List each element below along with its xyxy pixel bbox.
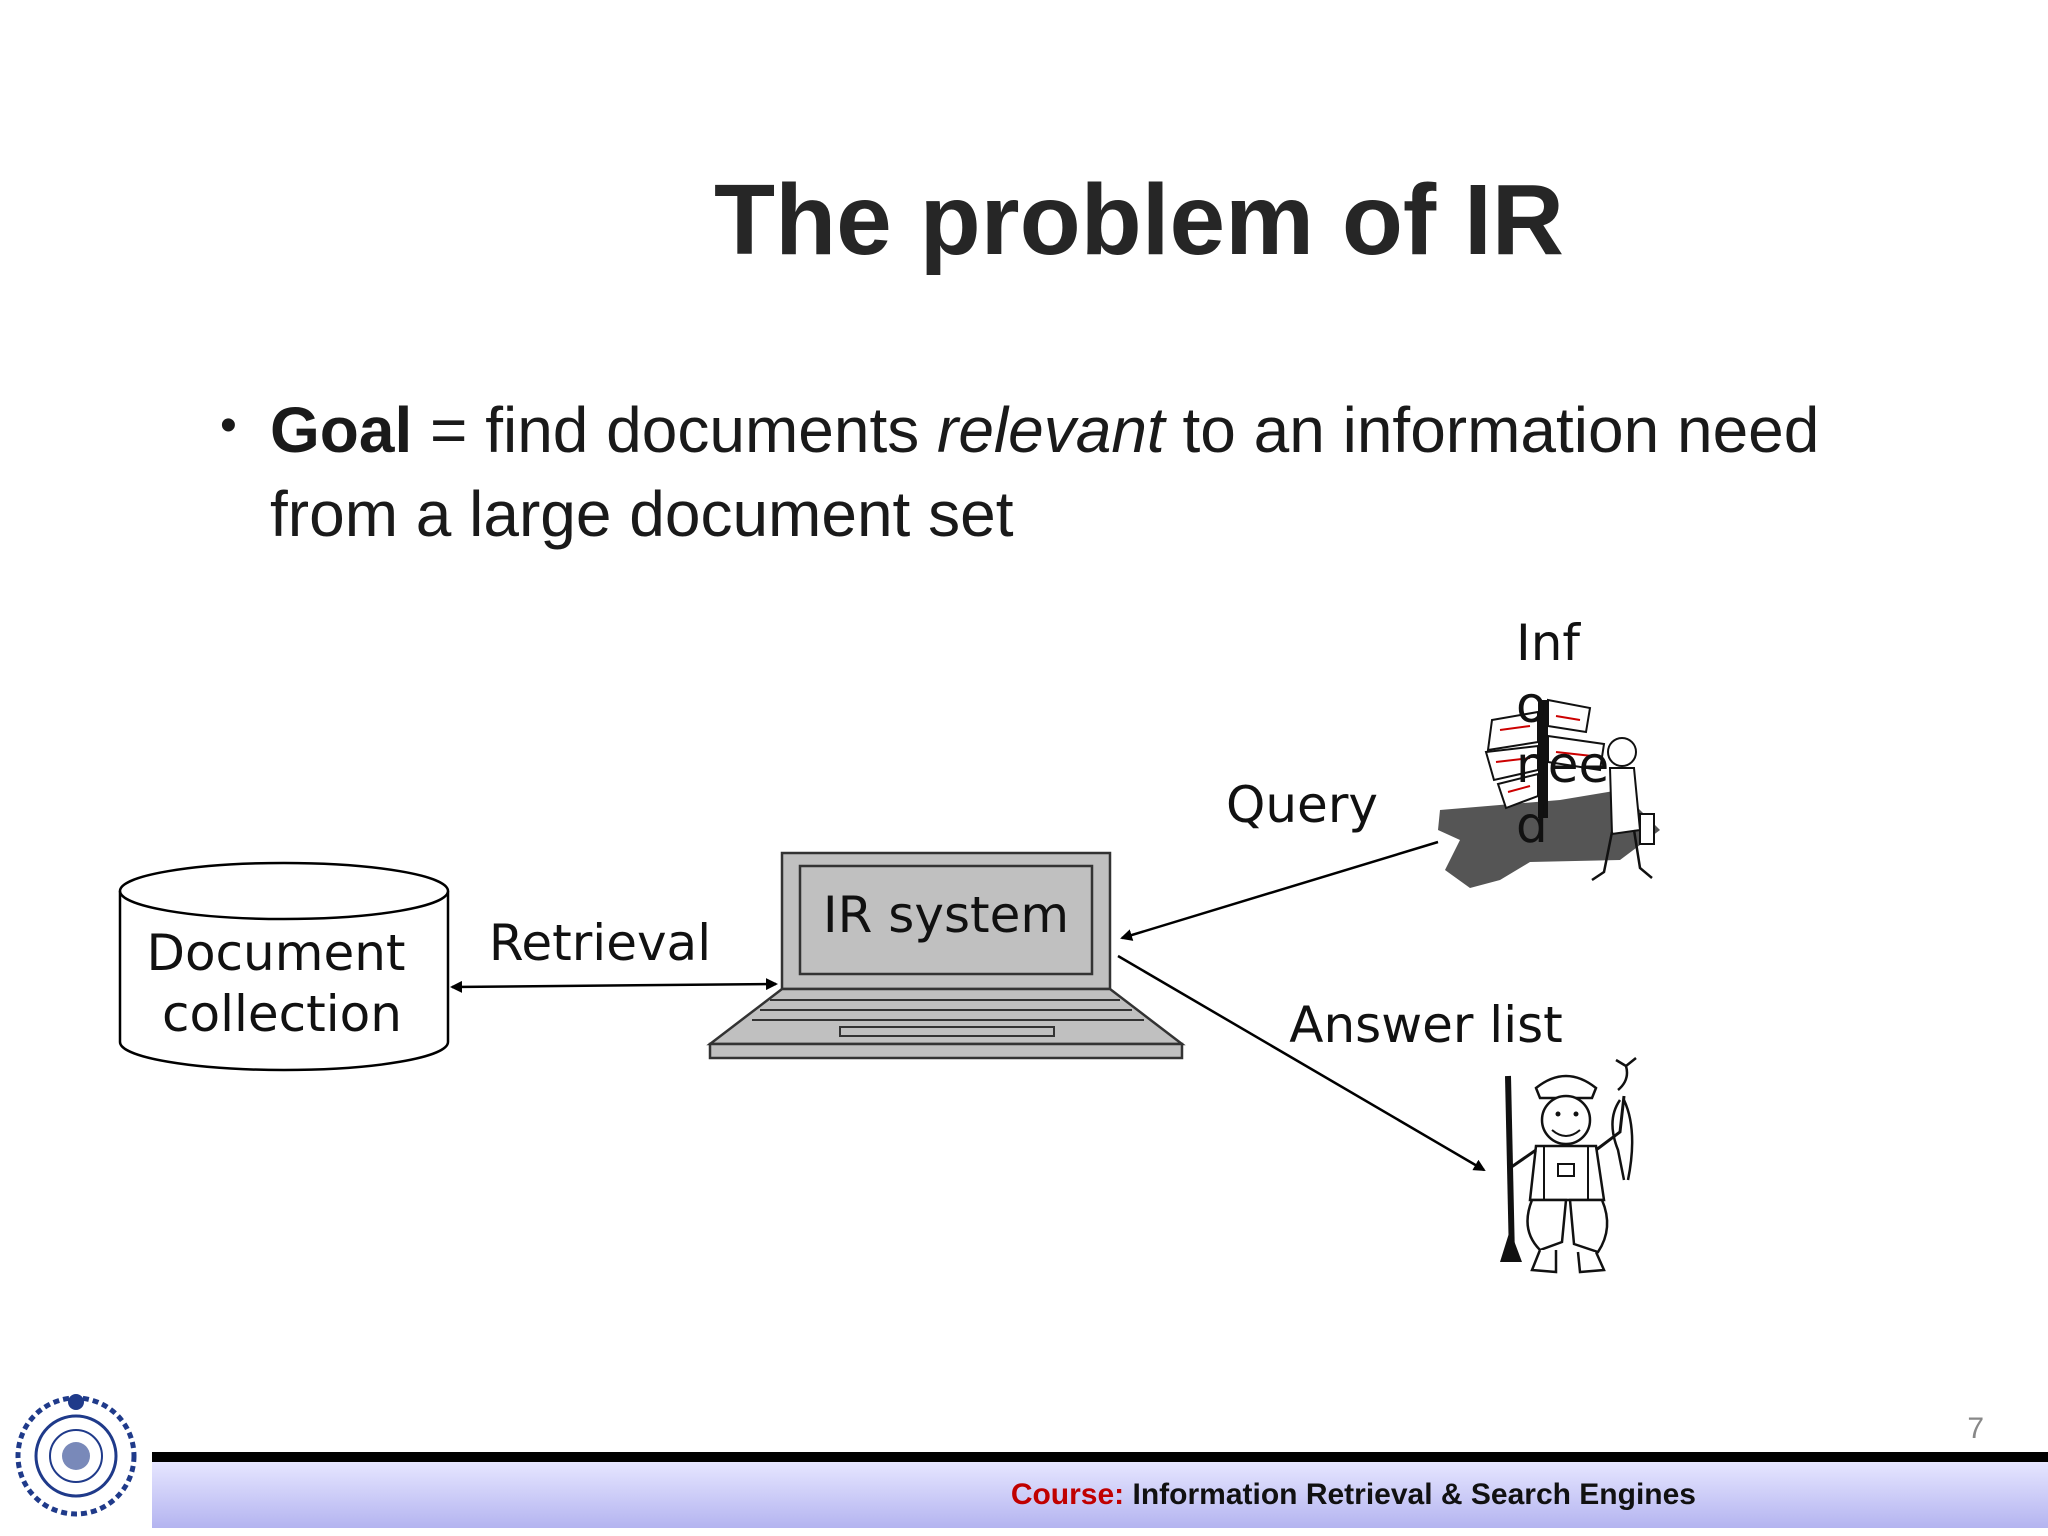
page-number: 7 (1967, 1412, 1984, 1445)
bullet-text: Goal = find documents relevant to an inf… (270, 388, 1820, 556)
query-arrow (1120, 840, 1439, 941)
goal-term: Goal (270, 394, 413, 466)
slide-title: The problem of IR (714, 164, 1564, 276)
answer-list-arrow (1117, 954, 1486, 1172)
document-collection-label-1: Document (146, 924, 405, 982)
relevant-term: relevant (937, 394, 1165, 466)
bullet-marker: • (220, 399, 237, 452)
info-need-line-2: o (1516, 676, 1547, 734)
retrieval-label: Retrieval (489, 914, 711, 972)
document-collection-label-2: collection (162, 985, 402, 1043)
retrieval-arrow (450, 978, 778, 993)
footer-divider (152, 1452, 2048, 1462)
query-label: Query (1226, 776, 1378, 834)
confused-person-signpost-icon (1438, 698, 1660, 888)
footer-band (152, 1462, 2048, 1528)
happy-hunter-icon (1500, 1057, 1637, 1274)
bullet-text-part2: to an information need from a large docu… (270, 394, 1820, 550)
info-need-line-1: Inf (1516, 614, 1581, 672)
course-footer: Course: Information Retrieval & Search E… (1011, 1478, 1696, 1512)
info-need-line-4: d (1516, 796, 1548, 854)
info-need-line-3: nee (1516, 736, 1609, 794)
answer-list-label: Answer list (1289, 996, 1563, 1054)
course-label: Course: (1010, 1478, 1125, 1511)
course-name: Information Retrieval & Search Engines (1124, 1478, 1697, 1511)
document-collection-cylinder (118, 861, 450, 1072)
bullet-text-part1: = find documents (412, 394, 937, 466)
info-need-label: Inf o nee d (1516, 614, 1625, 854)
ir-system-label: IR system (823, 886, 1069, 944)
goal-bullet: • Goal = find documents relevant to an i… (220, 388, 1820, 556)
university-logo (15, 1394, 137, 1517)
laptop-icon (706, 851, 1186, 1060)
